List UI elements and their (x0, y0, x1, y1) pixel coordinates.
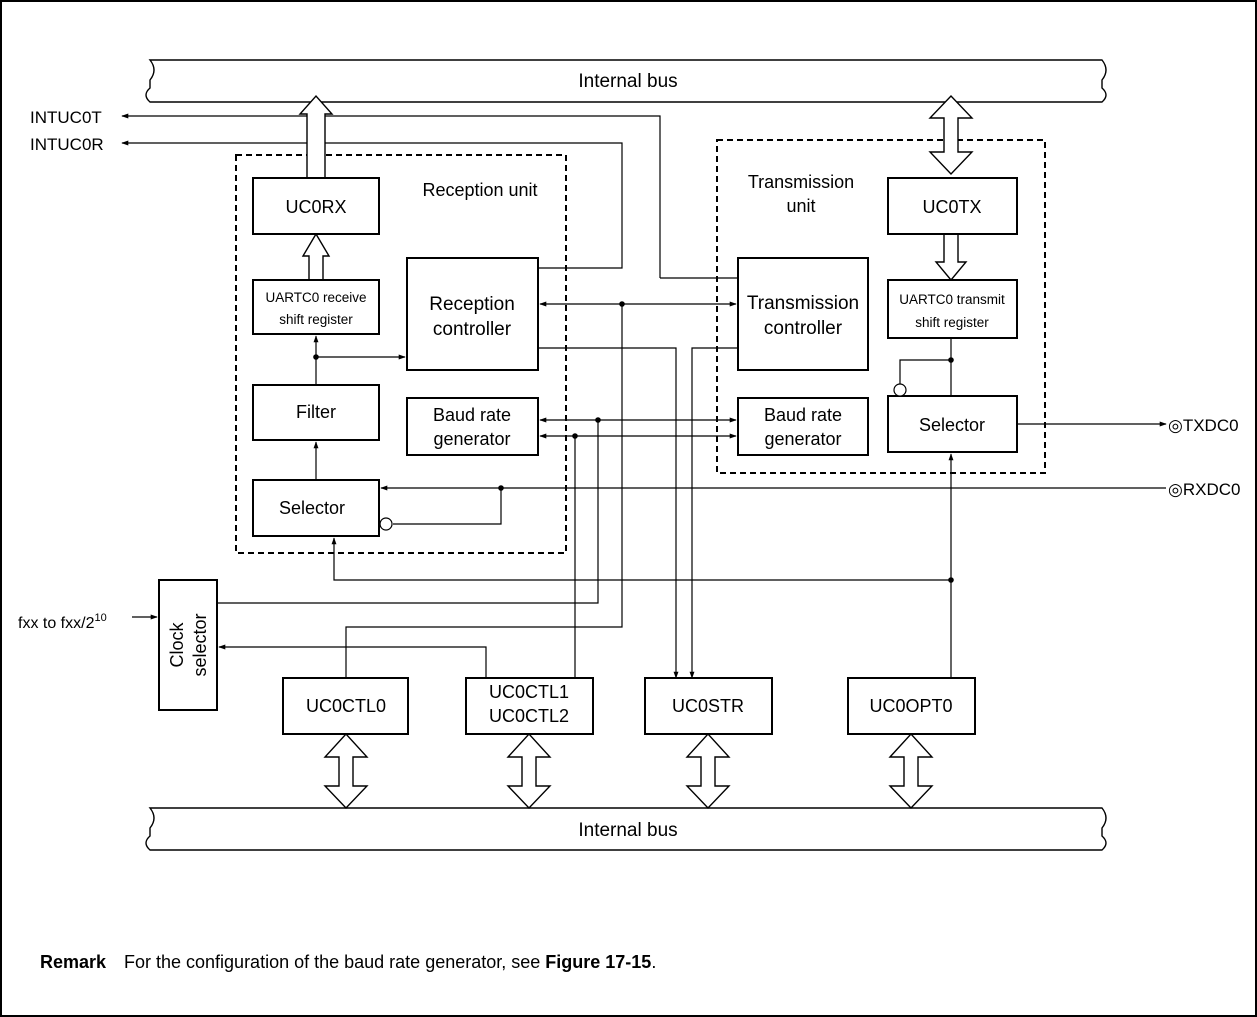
internal-bus-top-label: Internal bus (578, 71, 677, 92)
reception-controller-line1: Reception (429, 294, 515, 315)
uc0tx-to-transmit-shift-arrow (934, 233, 968, 282)
clock-selector-line1: Clock (167, 621, 187, 667)
transmission-controller (737, 257, 869, 371)
uc0ctl0-bus-arrow (323, 732, 369, 810)
transmit-shift-register-line1: UARTC0 transmit (899, 292, 1005, 307)
reception-baud-line1: Baud rate (433, 405, 511, 425)
transmit-shift-register-line2: shift register (915, 315, 989, 330)
clock-to-baud-generators (217, 420, 599, 604)
internal-bus-bottom-label: Internal bus (578, 820, 677, 841)
transmit-shift-to-selector-inverted (899, 359, 951, 384)
opt0-to-reception-selector (331, 537, 952, 678)
remark-figure-ref: Figure 17-15 (545, 952, 651, 972)
reception-selector-invert-bubble (379, 517, 393, 531)
uc0ctl2-label: UC0CTL2 (489, 706, 569, 726)
transmission-unit-title-line1: Transmission (748, 172, 854, 192)
reception-to-uc0str (538, 347, 679, 679)
uc0str-label: UC0STR (672, 696, 744, 716)
txdc0-label: ◎TXDC0 (1168, 416, 1239, 435)
uc0ctl1-label: UC0CTL1 (489, 682, 569, 702)
receive-shift-register-line2: shift register (279, 312, 353, 327)
ctl1-to-clock-selector (218, 644, 487, 678)
rxdc0-to-selector-inverted (393, 488, 502, 525)
internal-bus-top: Internal bus (145, 59, 1107, 103)
reception-controller-line2: controller (433, 319, 512, 340)
uc0tx-bus-arrow (928, 94, 974, 176)
uc0opt0-register (847, 677, 976, 735)
transmission-unit-title-line2: unit (786, 196, 815, 216)
transmission-controller-line1: Transmission (747, 293, 859, 314)
reception-unit-outline (235, 154, 567, 554)
filter-label: Filter (296, 402, 336, 422)
junction (948, 577, 954, 583)
transmission-baud-line1: Baud rate (764, 405, 842, 425)
reception-baud-line2: generator (433, 429, 510, 449)
transmission-selector-label: Selector (919, 415, 985, 435)
uc0str-bus-arrow (685, 732, 731, 810)
transmission-baud-line2: generator (764, 429, 841, 449)
rxdc0-label: ◎RXDC0 (1168, 480, 1240, 499)
uc0rx-register (252, 177, 380, 235)
remark-text: For the configuration of the baud rate g… (124, 952, 545, 972)
receive-shift-register (252, 279, 380, 335)
reception-baud-rate-generator (406, 397, 539, 456)
remark: Remark For the configuration of the baud … (40, 952, 656, 972)
reception-selector-label: Selector (279, 498, 345, 518)
intuc0r-line (121, 140, 623, 269)
clock-selector (158, 579, 218, 711)
reception-unit-title: Reception unit (422, 180, 537, 200)
transmission-controller-line2: controller (764, 318, 843, 339)
uc0rx-to-bus-arrow (298, 94, 334, 179)
transmit-shift-register (887, 279, 1018, 339)
uc0ctl0-label: UC0CTL0 (306, 696, 386, 716)
uc0opt0-bus-arrow (888, 732, 934, 810)
intuc0t-line (121, 113, 661, 278)
transmission-unit-outline (716, 139, 1046, 474)
internal-bus-bottom: Internal bus (145, 807, 1107, 851)
junction (948, 357, 954, 363)
clock-selector-line2: selector (190, 613, 210, 676)
uc0opt0-label: UC0OPT0 (869, 696, 952, 716)
filter-block (252, 384, 380, 441)
remark-end: . (651, 952, 656, 972)
junction (313, 354, 319, 360)
uc0ctl1-bus-arrow (506, 732, 552, 810)
uc0tx-register (887, 177, 1018, 235)
transmission-selector-invert-bubble (893, 383, 907, 397)
uc0tx-label: UC0TX (922, 197, 981, 217)
intuc0t-label: INTUC0T (30, 108, 102, 127)
intuc0r-label: INTUC0R (30, 135, 104, 154)
receive-shift-to-uc0rx-arrow (301, 232, 331, 281)
fxx-input-label: fxx to fxx/210 (18, 612, 107, 632)
uc0ctl0-register (282, 677, 409, 735)
reception-controller (406, 257, 539, 371)
junction (498, 485, 504, 491)
reception-selector (252, 479, 380, 537)
transmission-to-uc0str (689, 347, 738, 679)
remark-label: Remark (40, 952, 107, 972)
uc0rx-label: UC0RX (285, 197, 346, 217)
receive-shift-register-line1: UARTC0 receive (265, 290, 366, 305)
ctl0-control (345, 304, 623, 678)
transmission-baud-rate-generator (737, 397, 869, 456)
